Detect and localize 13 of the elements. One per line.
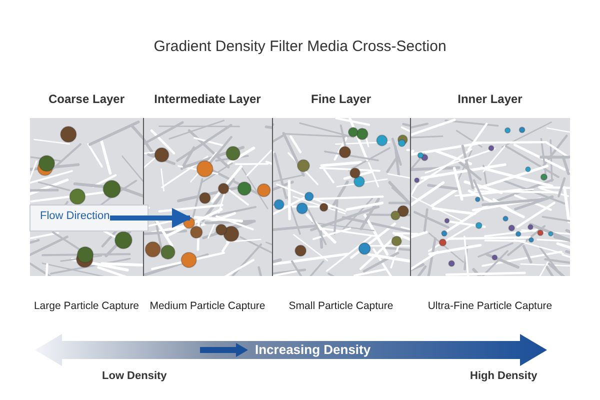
diagram-title: Gradient Density Filter Media Cross-Section: [152, 38, 448, 55]
arrow-label: Increasing Density: [255, 342, 371, 357]
layer-caption: Large Particle Capture: [32, 300, 140, 312]
layer-heading: Coarse Layer: [47, 92, 126, 106]
scale-label: High Density: [470, 370, 538, 382]
layer-heading: Inner Layer: [456, 92, 524, 106]
layer-caption: Small Particle Capture: [288, 300, 394, 312]
layer-caption: Medium Particle Capture: [148, 300, 266, 312]
layer-heading: Intermediate Layer: [153, 92, 262, 106]
scale-label: Low Density: [102, 370, 167, 382]
layer-heading: Fine Layer: [310, 92, 372, 106]
layer-caption: Ultra-Fine Particle Capture: [426, 300, 554, 312]
arrow-label: Flow Direction: [40, 210, 110, 222]
